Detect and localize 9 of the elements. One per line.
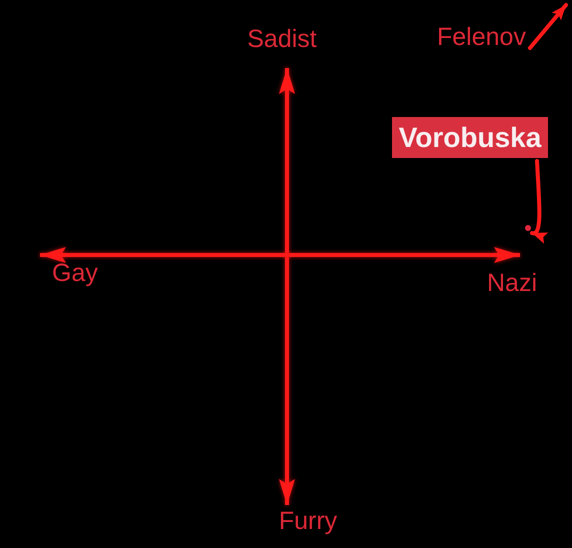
axis-label: Sadist [247, 27, 317, 52]
axis-label: Nazi [487, 271, 538, 296]
axis-label: Furry [278, 509, 338, 534]
name-tag: Vorobuska [392, 117, 548, 158]
dot-marker [525, 225, 531, 231]
axis-label: Gay [52, 261, 98, 286]
name-label: Felenov [437, 25, 526, 50]
arrow [528, 3, 568, 50]
arrow [530, 159, 548, 240]
